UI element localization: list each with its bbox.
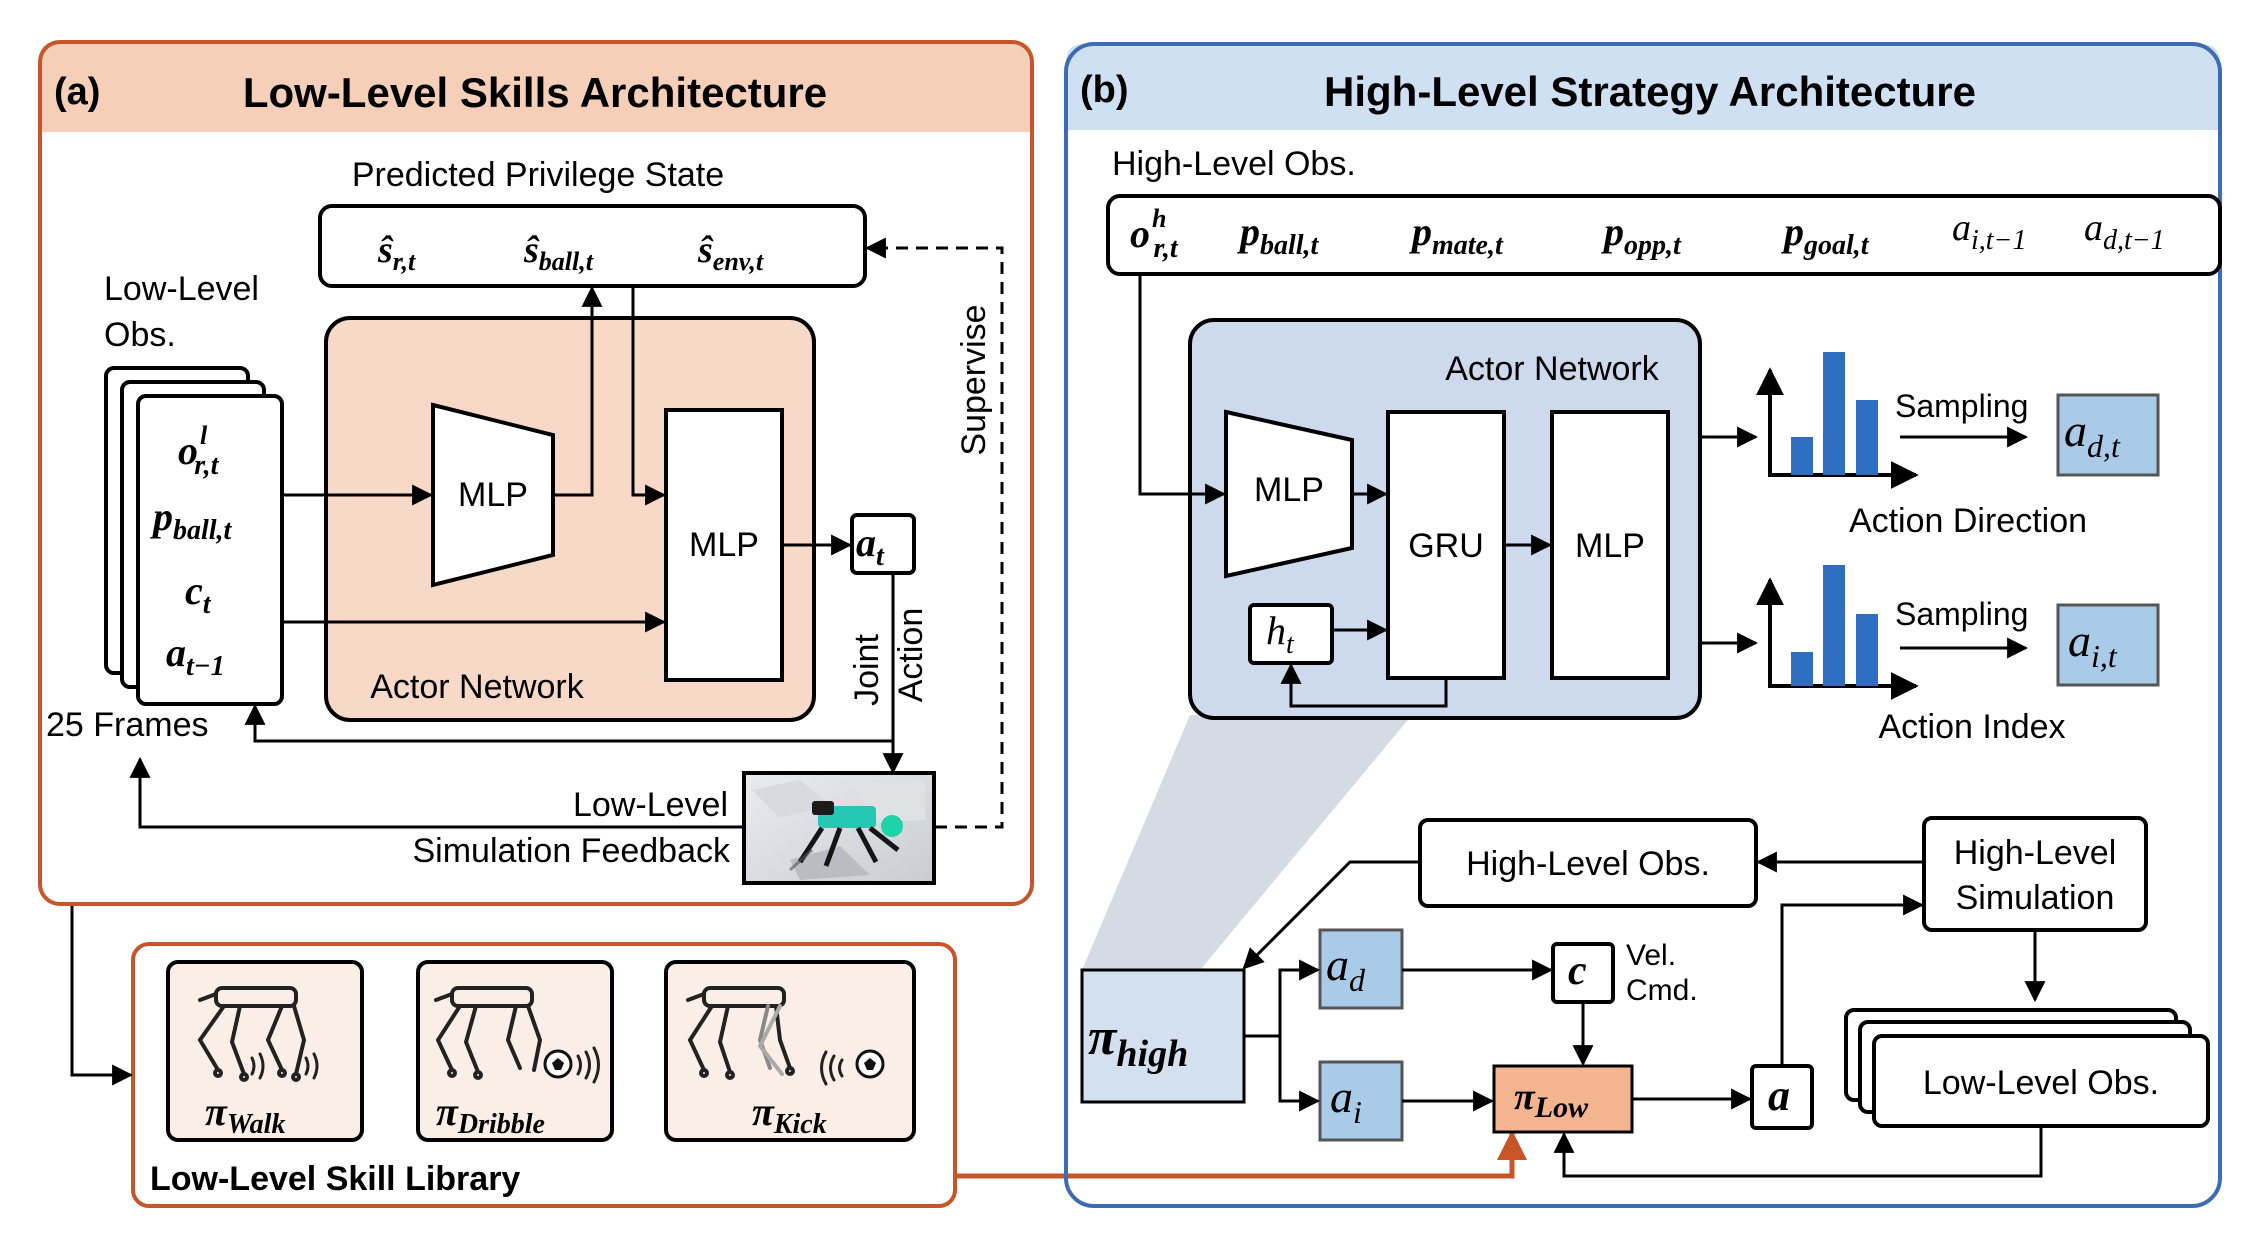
feedback-line2: Simulation Feedback <box>412 832 731 870</box>
panel-b: (b) High-Level Strategy Architecture Hig… <box>1064 42 2222 1208</box>
action-index-label: Action Index <box>1878 708 2065 746</box>
vel-cmd-line2: Cmd. <box>1626 974 1698 1007</box>
obs-label-line1: Low-Level <box>104 270 259 308</box>
obs-label-line2: Obs. <box>104 316 176 354</box>
obs-c: ct <box>185 568 212 620</box>
idx-bar-1 <box>1791 652 1813 686</box>
skill-library-title: Low-Level Skill Library <box>150 1160 520 1198</box>
obs-a-prev: at−1 <box>166 630 225 682</box>
sampling-1: Sampling <box>1895 388 2028 424</box>
hidden-state: ht <box>1266 608 1295 660</box>
idx-bar-2 <box>1823 565 1845 686</box>
pi-high: πhigh <box>1088 1009 1188 1075</box>
mlp-encoder-b-label: MLP <box>1254 471 1324 509</box>
panel-a-title: Low-Level Skills Architecture <box>243 69 827 116</box>
obs-a-d-prev: ad,t−1 <box>2084 207 2165 256</box>
obs-p-goal: pgoal,t <box>1781 209 1870 261</box>
predicted-state-label: Predicted Privilege State <box>352 156 724 194</box>
a-final: a <box>1768 1071 1790 1120</box>
obs-p-opp: popp,t <box>1601 209 1682 261</box>
skill-library: Low-Level Skill Library πWalk <box>131 942 957 1208</box>
out-ai-box <box>2056 603 2160 687</box>
ad: ad <box>1326 939 1366 998</box>
obs-a-i-prev: ai,t−1 <box>1952 207 2026 256</box>
hl-obs-box-label: High-Level Obs. <box>1466 845 1710 883</box>
soccer-ball-icon <box>543 1049 573 1079</box>
obs-p-ball: pball,t <box>150 494 233 546</box>
hl-sim-line2: Simulation <box>1956 879 2115 917</box>
joint-label: Joint <box>848 634 886 706</box>
pi-walk: πWalk <box>205 1089 285 1140</box>
dir-bar-1 <box>1791 437 1813 475</box>
obs-p-ball-b: pball,t <box>1237 209 1320 261</box>
out-ai: ai,t <box>2068 615 2118 674</box>
action-label: Action <box>892 608 930 703</box>
ll-obs-box-label: Low-Level Obs. <box>1923 1064 2159 1102</box>
obs-p-mate: pmate,t <box>1409 209 1504 261</box>
dir-bar-3 <box>1856 400 1878 475</box>
vel-cmd-c: c <box>1568 948 1587 994</box>
obs-card-front <box>136 394 284 706</box>
mlp-head-b <box>1550 410 1670 680</box>
skill-card-walk[interactable]: πWalk <box>166 960 364 1142</box>
pred-s-ball: ŝball,t <box>523 229 594 276</box>
skill-card-dribble[interactable]: πDribble <box>416 960 614 1142</box>
frames-label: 25 Frames <box>46 706 209 744</box>
mlp-encoder-b <box>1224 409 1354 579</box>
quadruped-kick-icon <box>686 986 844 1086</box>
panel-a: (a) Low-Level Skills Architecture Predic… <box>38 40 1034 906</box>
action-index-distribution <box>1756 565 1919 700</box>
feedback-line1: Low-Level <box>573 786 728 824</box>
quadruped-walk-icon <box>197 986 319 1082</box>
actor-network-a-label: Actor Network <box>370 668 584 706</box>
skill-card-kick[interactable]: πKick <box>664 960 916 1142</box>
action-direction-distribution <box>1756 352 1919 489</box>
hl-obs-bar <box>1106 194 2222 276</box>
pred-s-r: ŝr,t <box>377 229 416 276</box>
panel-b-tag: (b) <box>1080 69 1129 111</box>
mlp-main-a-label: MLP <box>689 526 759 564</box>
panel-a-tag: (a) <box>54 71 100 113</box>
ai: ai <box>1330 1071 1362 1130</box>
pi-low: πLow <box>1514 1076 1589 1124</box>
idx-bar-3 <box>1856 614 1878 686</box>
mlp-encoder-a-label: MLP <box>458 476 528 514</box>
sampling-2: Sampling <box>1895 596 2028 632</box>
simulation-thumbnail <box>742 771 936 885</box>
supervise-label: Supervise <box>955 304 993 455</box>
gru-box <box>1386 410 1506 680</box>
soccer-ball-icon <box>855 1049 885 1079</box>
gru-label: GRU <box>1408 527 1484 565</box>
pred-s-env: ŝenv,t <box>697 229 764 276</box>
hl-sim-line1: High-Level <box>1954 834 2117 872</box>
zoom-wedge <box>1082 715 1412 970</box>
out-ad: ad,t <box>2064 405 2121 464</box>
dir-bar-2 <box>1823 352 1845 475</box>
quadruped-dribble-icon <box>434 986 600 1084</box>
vel-cmd-line1: Vel. <box>1626 939 1676 972</box>
pi-dribble: πDribble <box>436 1089 545 1140</box>
action-at: at <box>856 520 885 572</box>
hl-obs-label: High-Level Obs. <box>1112 145 1356 183</box>
action-direction-label: Action Direction <box>1849 502 2087 540</box>
pi-kick: πKick <box>752 1089 827 1140</box>
mlp-encoder-a <box>431 402 555 588</box>
panel-b-title: High-Level Strategy Architecture <box>1324 68 1976 115</box>
out-ad-box <box>2056 393 2160 477</box>
actor-network-b-label: Actor Network <box>1445 350 1659 388</box>
mlp-head-b-label: MLP <box>1575 527 1645 565</box>
